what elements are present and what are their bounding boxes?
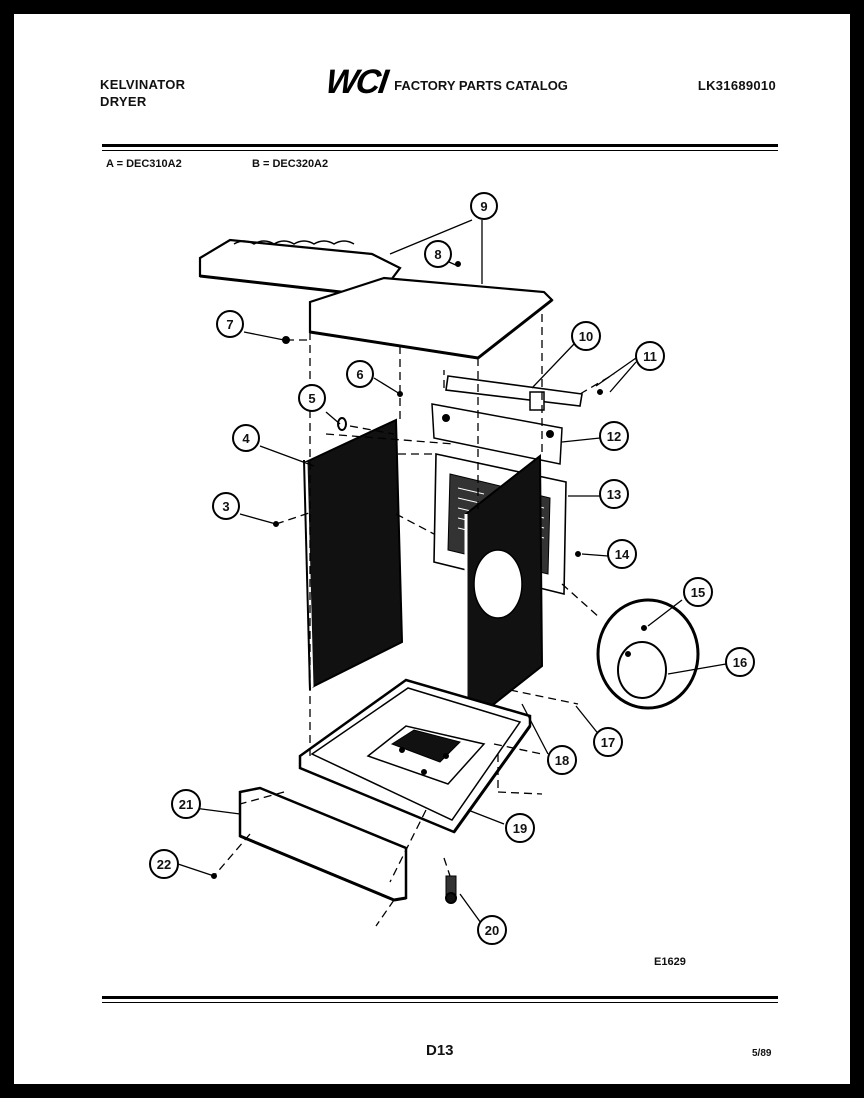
callout-4: 4: [232, 424, 260, 452]
callout-3: 3: [212, 492, 240, 520]
callout-11: 11: [635, 341, 665, 371]
svg-text:20: 20: [485, 923, 499, 938]
leader-lines: [177, 219, 727, 931]
footer-rule-thin: [102, 1002, 778, 1003]
svg-text:22: 22: [157, 857, 171, 872]
leveling-leg: [445, 875, 457, 904]
svg-text:11: 11: [643, 349, 657, 364]
exploded-parts-diagram: 9 8 7 6 5 4 3 10 11 12 13 14 15 16 17 18…: [149, 192, 755, 945]
svg-text:4: 4: [242, 431, 250, 446]
model-a: A = DEC310A2: [106, 158, 182, 170]
callout-12: 12: [599, 421, 629, 451]
callout-16: 16: [725, 647, 755, 677]
catalog-header: WCI FACTORY PARTS CATALOG: [323, 63, 568, 101]
callout-bubbles: 9 8 7 6 5 4 3 10 11 12 13 14 15 16 17 18…: [149, 192, 755, 945]
callout-8: 8: [424, 240, 452, 268]
left-side-panel: [303, 418, 404, 691]
svg-text:3: 3: [222, 499, 229, 514]
svg-text:14: 14: [615, 547, 630, 562]
toe-panel: [211, 786, 408, 902]
svg-text:16: 16: [733, 655, 747, 670]
revision-date: 5/89: [752, 1048, 772, 1059]
callout-6: 6: [346, 360, 374, 388]
callout-22: 22: [149, 849, 179, 879]
header-rule-thick: [102, 144, 778, 147]
page-code: D13: [426, 1042, 454, 1059]
product-type: DRYER: [100, 94, 147, 109]
callout-17: 17: [593, 727, 623, 757]
figure-id: E1629: [654, 956, 686, 968]
callout-7: 7: [216, 310, 244, 338]
svg-text:7: 7: [226, 317, 233, 332]
catalog-number: LK31689010: [697, 78, 776, 93]
callout-19: 19: [505, 813, 535, 843]
svg-text:17: 17: [601, 735, 615, 750]
catalog-page: KELVINATOR DRYER WCI FACTORY PARTS CATAL…: [14, 14, 850, 1084]
callout-14: 14: [607, 539, 637, 569]
svg-text:13: 13: [607, 487, 621, 502]
callout-9: 9: [470, 192, 498, 220]
svg-text:8: 8: [434, 247, 441, 262]
rear-bracket: [431, 403, 563, 465]
svg-text:6: 6: [356, 367, 363, 382]
svg-text:12: 12: [607, 429, 621, 444]
footer-rule-thick: [102, 996, 778, 999]
callout-20: 20: [477, 915, 507, 945]
callout-18: 18: [547, 745, 577, 775]
callout-10: 10: [571, 321, 601, 351]
model-b: B = DEC320A2: [252, 158, 329, 170]
brand-block: KELVINATOR DRYER: [100, 76, 185, 110]
base-pan: [298, 678, 532, 834]
brand-name: KELVINATOR: [100, 77, 186, 92]
control-bracket: [445, 375, 603, 411]
callout-15: 15: [683, 577, 713, 607]
svg-text:5: 5: [308, 391, 315, 406]
svg-text:15: 15: [691, 585, 705, 600]
svg-text:9: 9: [480, 199, 487, 214]
top-cover: [308, 276, 554, 360]
callout-21: 21: [171, 789, 201, 819]
diagram-parts: [177, 219, 727, 931]
svg-text:21: 21: [179, 797, 193, 812]
header-rule-thin: [102, 150, 778, 151]
svg-text:10: 10: [579, 329, 593, 344]
svg-text:19: 19: [513, 821, 527, 836]
catalog-title: FACTORY PARTS CATALOG: [394, 77, 568, 93]
svg-text:18: 18: [555, 753, 569, 768]
callout-13: 13: [599, 479, 629, 509]
right-side-panel: [464, 453, 544, 729]
callout-5: 5: [298, 384, 326, 412]
clip-5: [337, 417, 347, 431]
duct-cover: [596, 598, 700, 710]
